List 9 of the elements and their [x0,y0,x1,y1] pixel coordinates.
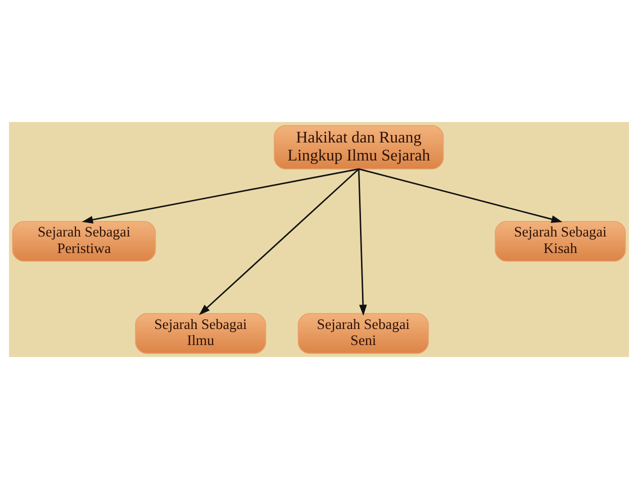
node-box: Hakikat dan Ruang Lingkup Ilmu Sejarah [274,125,444,170]
node-box: Sejarah Sebagai Kisah [494,220,626,262]
node-box: Sejarah Sebagai Ilmu [135,313,266,354]
node-box: Sejarah Sebagai Peristiwa [12,220,156,262]
arrow [198,168,360,316]
arrow [358,168,367,316]
arrow [358,168,562,223]
arrow [82,168,359,224]
node-box: Sejarah Sebagai Seni [298,313,429,354]
